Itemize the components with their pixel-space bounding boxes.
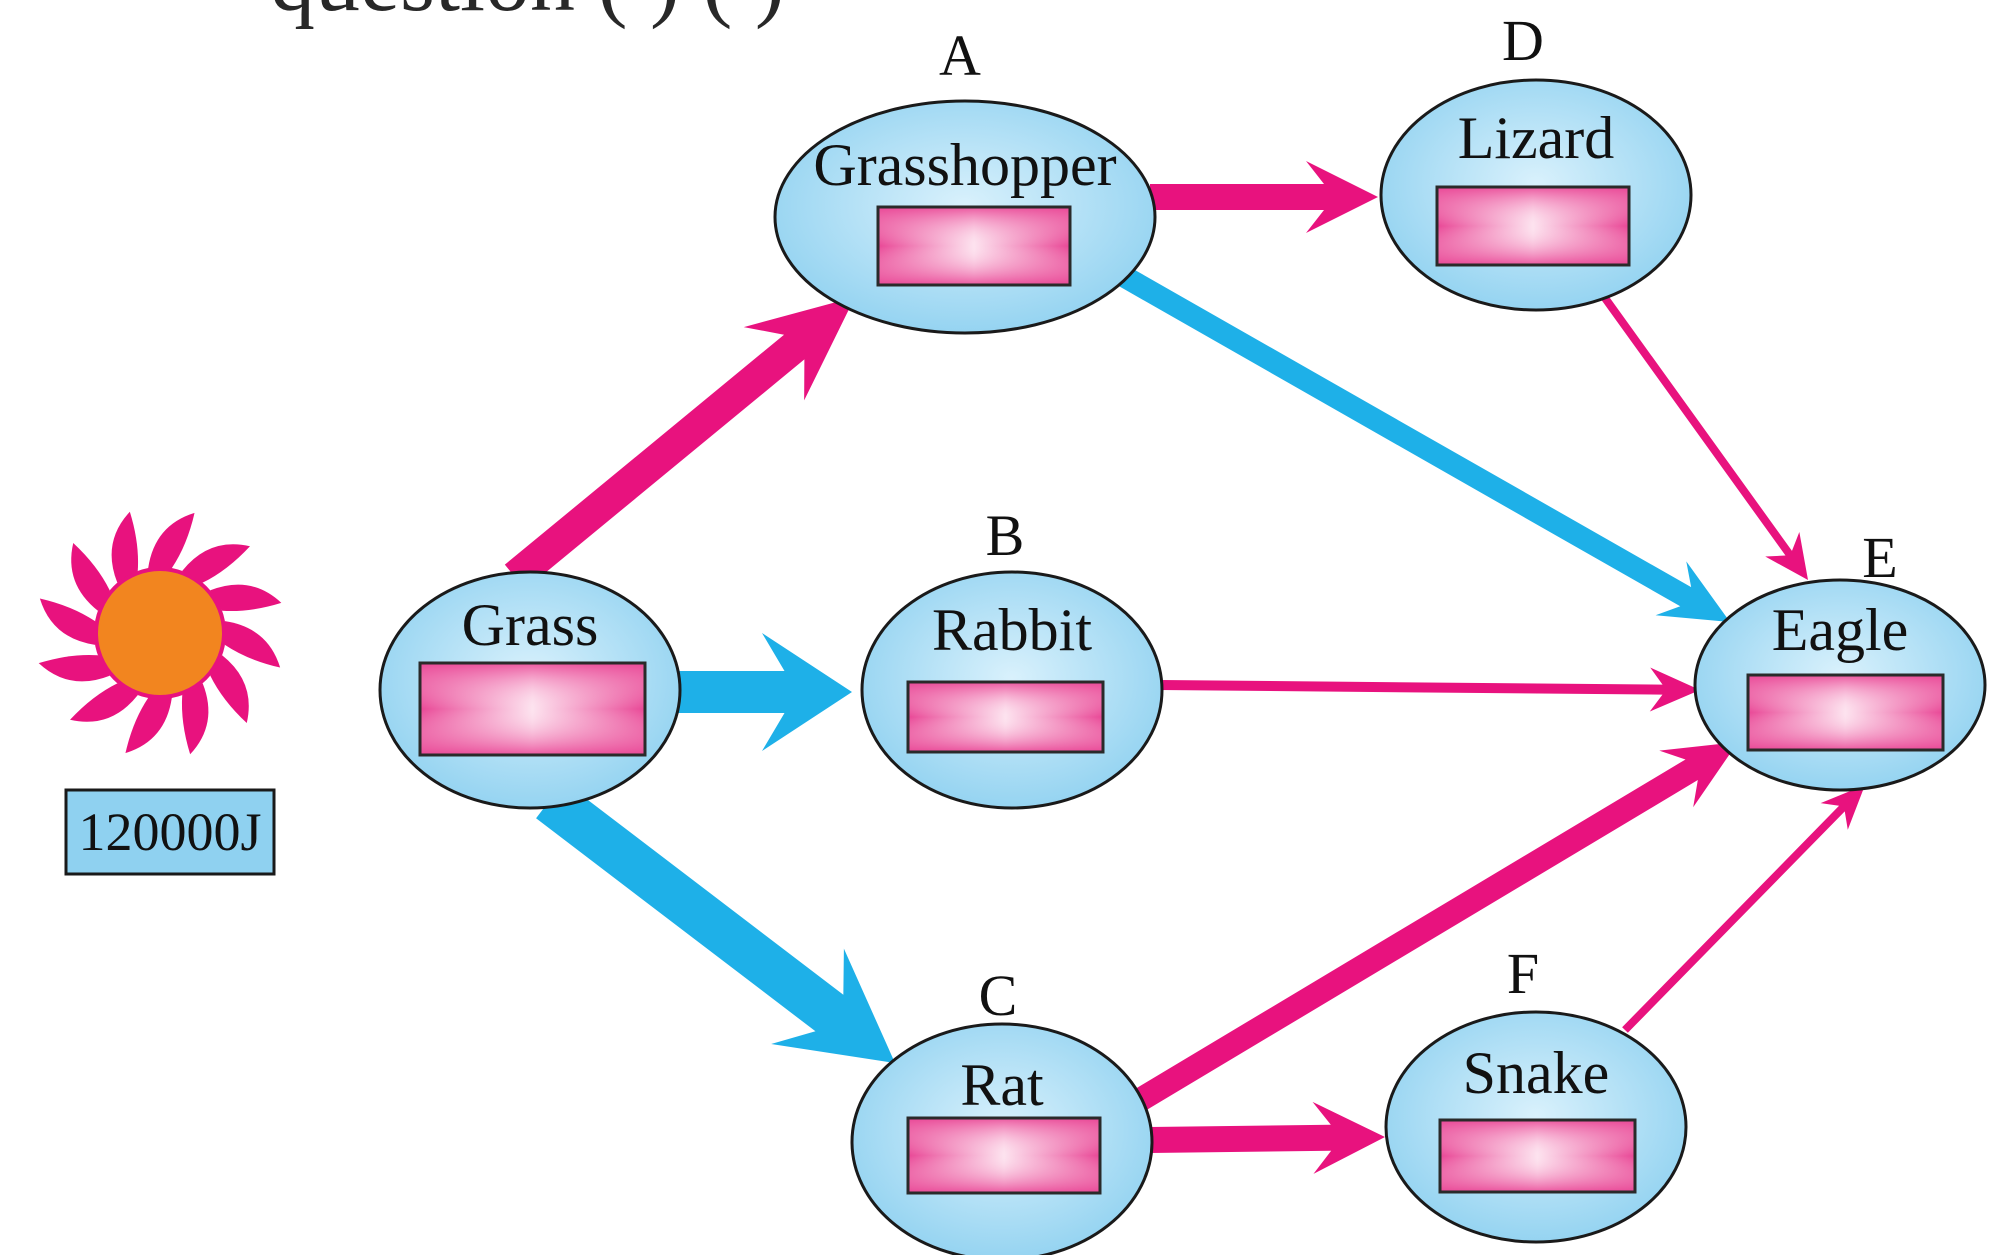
sun-ray (38, 654, 110, 682)
node-letter: F (1507, 941, 1539, 1006)
arrow-grasshopper-lizard (1150, 161, 1378, 233)
sun-ray (39, 598, 96, 645)
nodes-layer: Grass Grasshopper A Rabbit B Rat C Lizard D Eagle… (378, 8, 1987, 1255)
node-snake: Snake F (1384, 941, 1688, 1244)
node-letter: E (1862, 525, 1897, 590)
sun-ray (224, 621, 281, 668)
energy-label: 120000J (78, 802, 261, 862)
energy-box-overlay (1438, 1118, 1637, 1194)
sun-ray (71, 543, 110, 611)
node-name: Eagle (1772, 597, 1909, 663)
energy-box-overlay (906, 1116, 1102, 1195)
node-grasshopper: Grasshopper A (773, 23, 1157, 335)
header-partial-text: question ( ) ( ) (270, 0, 785, 30)
energy-box-overlay (1746, 673, 1945, 752)
sun-ray (210, 655, 249, 723)
node-name: Rabbit (932, 597, 1092, 663)
arrow-grasshopper-eagle (1119, 267, 1730, 622)
node-letter: C (979, 963, 1018, 1028)
sun-ray (148, 512, 195, 569)
sun-ray (210, 584, 282, 612)
sun-ray (70, 683, 138, 722)
node-name: Snake (1463, 1040, 1610, 1106)
node-letter: D (1502, 8, 1544, 73)
node-name: Lizard (1458, 105, 1615, 171)
energy-box-overlay (876, 205, 1072, 287)
energy-box-overlay (1435, 185, 1631, 267)
node-rat: Rat C (850, 963, 1154, 1255)
sun-ray (125, 697, 172, 754)
energy-label-box (64, 788, 276, 876)
node-name: Grasshopper (813, 132, 1116, 198)
arrow-rabbit-eagle (1159, 667, 1700, 712)
node-letter: B (986, 503, 1025, 568)
energy-box-overlay (418, 661, 647, 757)
arrow-grass-rabbit (675, 633, 852, 751)
node-rabbit: Rabbit B (860, 503, 1164, 810)
node-grass: Grass (378, 570, 682, 810)
sun-ray (181, 683, 209, 755)
arrow-grass-grasshopper (504, 297, 855, 590)
sun-icon (38, 511, 282, 755)
arrow-lizard-eagle (1601, 295, 1808, 580)
arrow-rat-eagle (1133, 742, 1738, 1111)
arrow-rat-snake (1149, 1101, 1385, 1174)
energy-box-overlay (906, 680, 1105, 754)
sun-ray (182, 544, 250, 583)
node-name: Grass (462, 592, 599, 658)
sun-ray (111, 511, 139, 583)
node-name: Rat (960, 1052, 1044, 1118)
node-letter: A (939, 23, 981, 88)
edges-layer (504, 161, 1865, 1174)
arrow-snake-eagle (1622, 785, 1865, 1033)
arrow-grass-rat (536, 781, 895, 1063)
node-lizard: Lizard D (1379, 8, 1693, 312)
node-eagle: Eagle E (1693, 525, 1987, 792)
